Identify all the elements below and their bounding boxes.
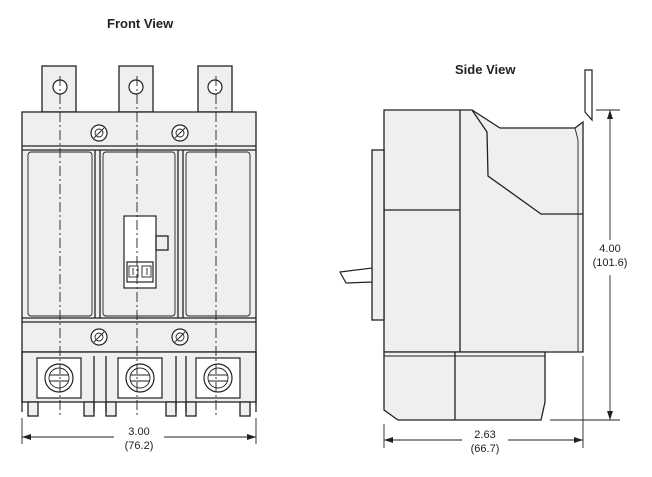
side-handle [339,267,373,284]
top-terminal-tabs [41,65,233,113]
side-depth-mm: (66.7) [470,443,500,455]
terminal-lug-screw-icons [36,357,241,399]
side-view-title: Side View [455,62,516,77]
side-cover-step [371,149,385,321]
side-terminal-block [383,351,546,421]
front-view [21,65,257,444]
side-terminal-tab [584,69,593,122]
side-height-mm: (101.6) [588,257,632,270]
side-depth-inches: 2.63 [462,429,508,442]
side-height-dimension [550,109,620,421]
pole-centerlines [59,76,217,418]
toggle-handle [123,215,169,289]
side-housing [383,109,584,353]
front-width-mm: (76.2) [124,440,154,452]
side-view [339,69,620,448]
front-view-title: Front View [107,16,174,31]
front-width-inches: 3.00 [114,426,164,439]
side-height-inches: 4.00 [588,243,632,256]
mounting-screw-icons [90,124,189,346]
